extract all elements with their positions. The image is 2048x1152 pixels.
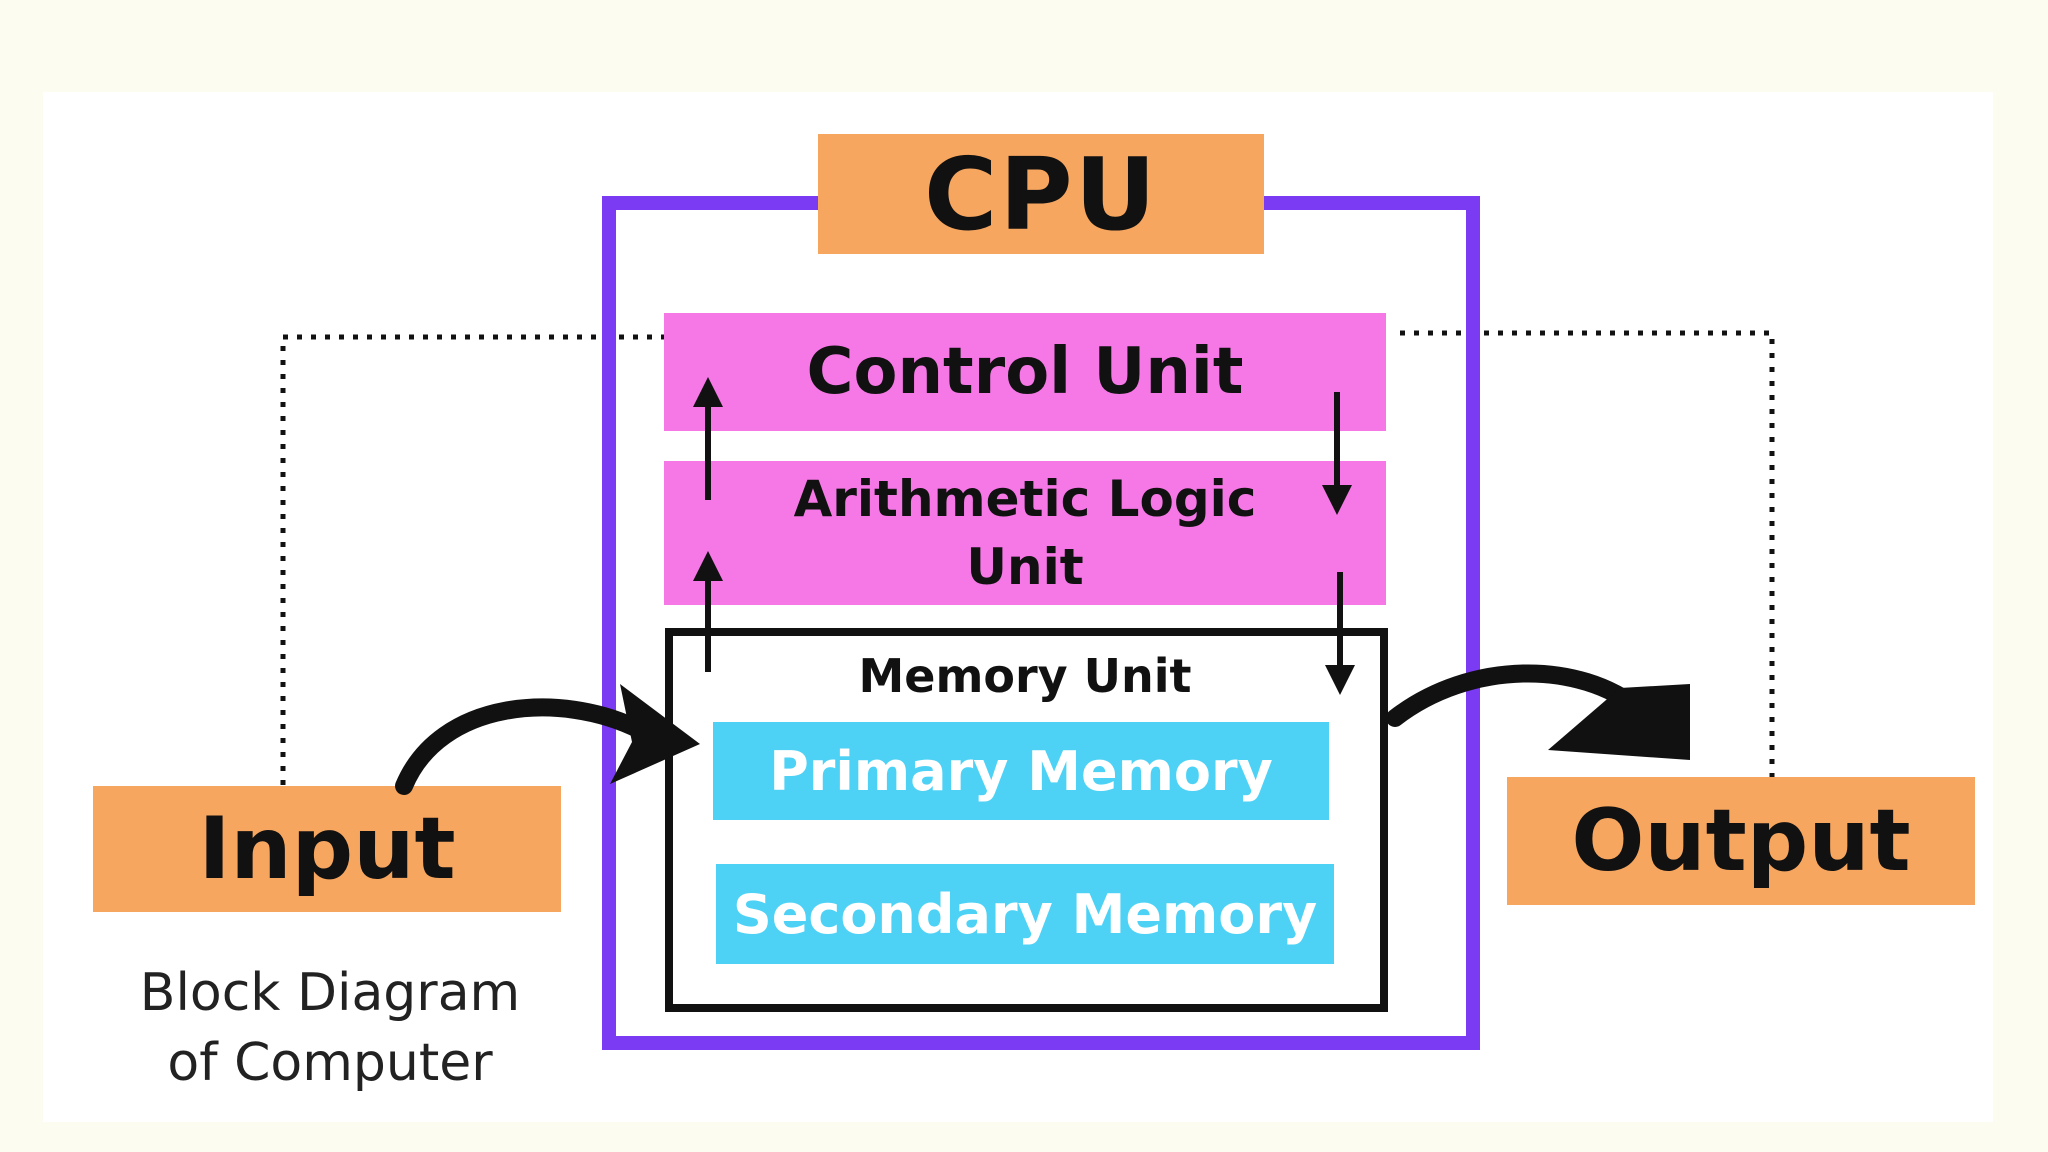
alu-label-line2: Unit [966, 538, 1084, 596]
diagram-caption: Block Diagram of Computer [100, 958, 560, 1098]
input-control-dotted-line [280, 334, 664, 785]
memory-unit-label: Memory Unit [858, 649, 1192, 703]
caption-line2: of Computer [167, 1033, 493, 1093]
alu-label-line1: Arithmetic Logic [793, 470, 1257, 528]
output-curved-arrow [1386, 664, 1690, 760]
secondary-memory-block: Secondary Memory [716, 864, 1334, 964]
output-block: Output [1507, 777, 1975, 905]
control-unit-block: Control Unit [664, 313, 1386, 431]
input-curved-arrow [395, 684, 700, 795]
cpu-label: CPU [818, 134, 1264, 254]
input-block: Input [93, 786, 561, 912]
primary-memory-block: Primary Memory [713, 722, 1329, 820]
alu-block: Arithmetic Logic Unit [664, 461, 1386, 605]
caption-line1: Block Diagram [139, 963, 521, 1023]
